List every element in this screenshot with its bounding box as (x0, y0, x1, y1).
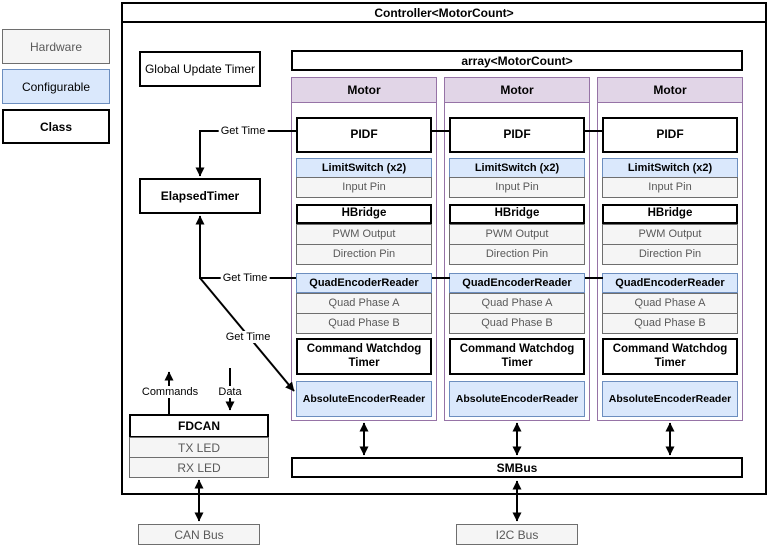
input-pin-block: Input Pin (449, 177, 585, 198)
motor-column-header: Motor (598, 78, 742, 103)
quad-phase-a-block: Quad Phase A (602, 293, 738, 314)
pidf-block: PIDF (602, 117, 738, 153)
direction-pin-block: Direction Pin (602, 244, 738, 265)
controller-title: Controller<MotorCount> (123, 4, 765, 23)
quad-phase-b-block: Quad Phase B (602, 313, 738, 334)
pwm-output-block: PWM Output (602, 224, 738, 245)
data-label: Data (216, 386, 244, 398)
command-watchdog-timer-block: Command Watchdog Timer (449, 338, 585, 375)
quad-encoder-reader-block: QuadEncoderReader (602, 273, 738, 293)
absolute-encoder-reader-block: AbsoluteEncoderReader (602, 381, 738, 417)
legend-hardware: Hardware (2, 29, 110, 64)
hbridge-block: HBridge (296, 204, 432, 224)
smbus-bar: SMBus (291, 457, 743, 478)
commands-label: Commands (139, 386, 201, 398)
limit-switch-block: LimitSwitch (x2) (602, 158, 738, 178)
quad-phase-a-block: Quad Phase A (449, 293, 585, 314)
rx-led-block: RX LED (129, 457, 269, 478)
direction-pin-block: Direction Pin (449, 244, 585, 265)
hbridge-block: HBridge (602, 204, 738, 224)
pwm-output-block: PWM Output (449, 224, 585, 245)
tx-led-block: TX LED (129, 437, 269, 458)
array-title-bar: array<MotorCount> (291, 50, 743, 71)
quad-phase-b-block: Quad Phase B (449, 313, 585, 334)
input-pin-block: Input Pin (602, 177, 738, 198)
elapsed-timer-box: ElapsedTimer (139, 178, 261, 214)
quad-encoder-reader-block: QuadEncoderReader (449, 273, 585, 293)
hbridge-block: HBridge (449, 204, 585, 224)
motor-column-header: Motor (292, 78, 436, 103)
i2c-bus-box: I2C Bus (456, 524, 578, 545)
command-watchdog-timer-block: Command Watchdog Timer (602, 338, 738, 375)
get-time-label: Get Time (220, 272, 270, 284)
quad-encoder-reader-block: QuadEncoderReader (296, 273, 432, 293)
input-pin-block: Input Pin (296, 177, 432, 198)
get-time-label: Get Time (218, 125, 268, 137)
limit-switch-block: LimitSwitch (x2) (296, 158, 432, 178)
absolute-encoder-reader-block: AbsoluteEncoderReader (296, 381, 432, 417)
legend-class: Class (2, 109, 110, 144)
get-time-label: Get Time (223, 331, 273, 343)
global-update-timer-box: Global Update Timer (139, 51, 261, 87)
pidf-block: PIDF (296, 117, 432, 153)
motor-column-1: Motor PIDF LimitSwitch (x2) Input Pin HB… (291, 77, 437, 421)
command-watchdog-timer-block: Command Watchdog Timer (296, 338, 432, 375)
direction-pin-block: Direction Pin (296, 244, 432, 265)
motor-column-3: Motor PIDF LimitSwitch (x2) Input Pin HB… (597, 77, 743, 421)
motor-column-header: Motor (445, 78, 589, 103)
quad-phase-a-block: Quad Phase A (296, 293, 432, 314)
fdcan-block: FDCAN (129, 414, 269, 438)
motor-column-2: Motor PIDF LimitSwitch (x2) Input Pin HB… (444, 77, 590, 421)
pidf-block: PIDF (449, 117, 585, 153)
limit-switch-block: LimitSwitch (x2) (449, 158, 585, 178)
can-bus-box: CAN Bus (138, 524, 260, 545)
legend-configurable: Configurable (2, 69, 110, 104)
absolute-encoder-reader-block: AbsoluteEncoderReader (449, 381, 585, 417)
pwm-output-block: PWM Output (296, 224, 432, 245)
quad-phase-b-block: Quad Phase B (296, 313, 432, 334)
